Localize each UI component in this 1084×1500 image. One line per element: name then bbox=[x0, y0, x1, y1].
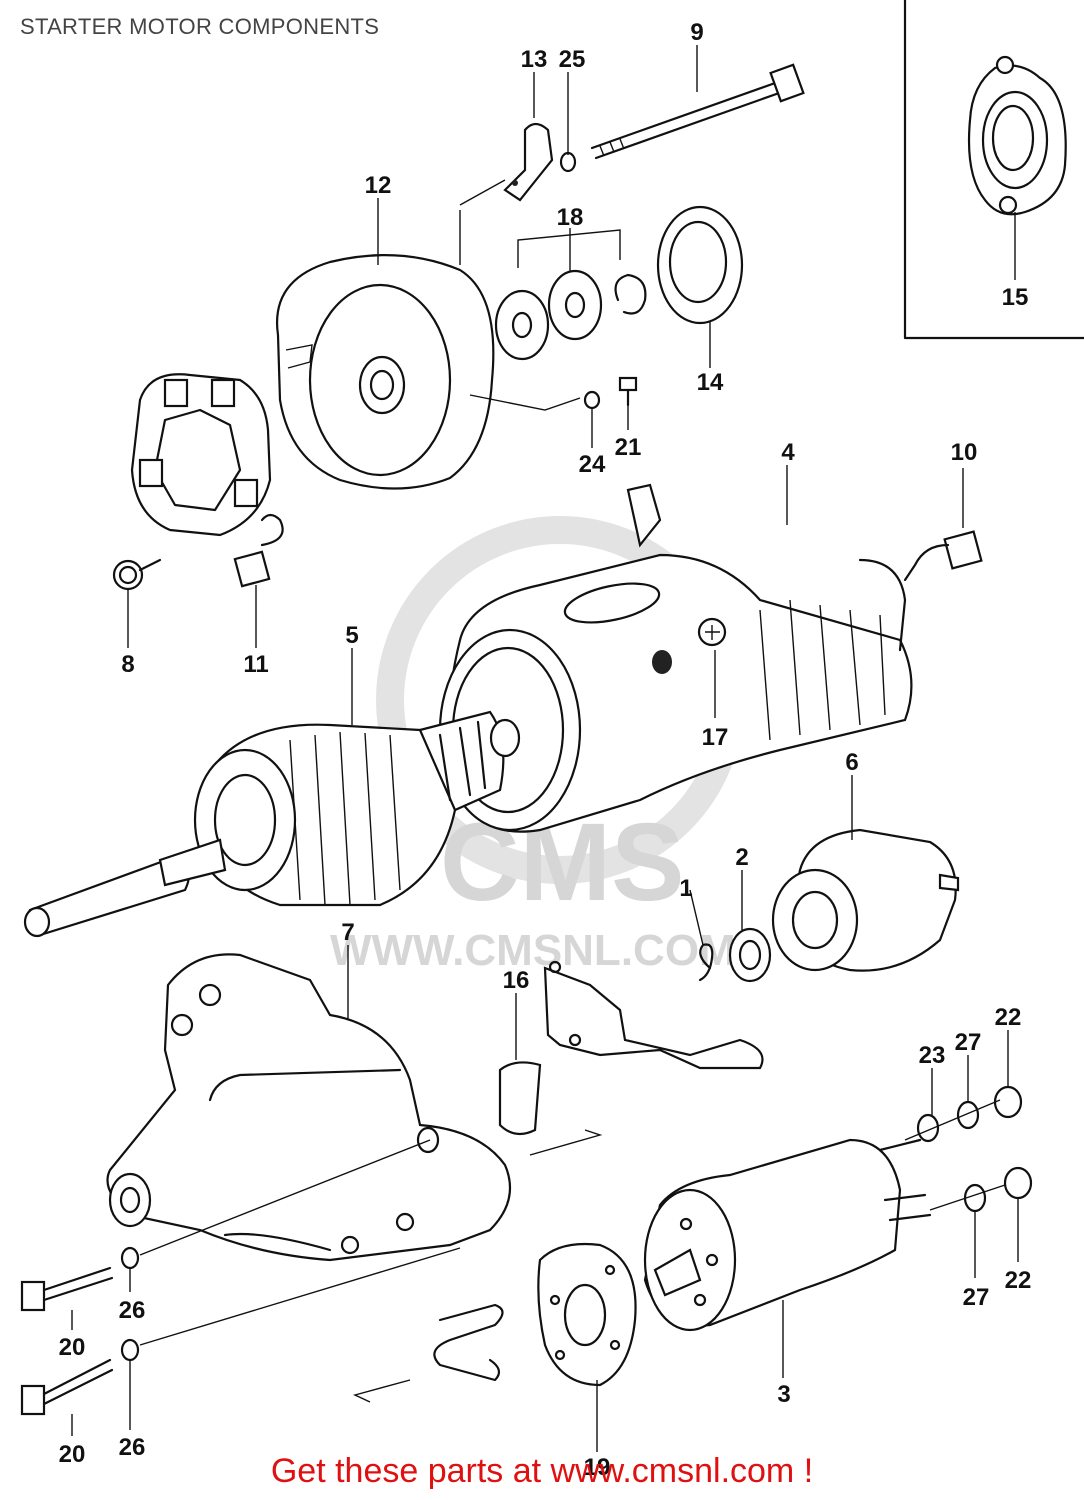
part-23-washer bbox=[916, 1113, 940, 1143]
part-26-washer-upper bbox=[120, 1246, 140, 1270]
part-22-nut-upper bbox=[993, 1085, 1023, 1119]
inset-box bbox=[903, 0, 1084, 340]
callout-22-upper: 22 bbox=[995, 1004, 1022, 1031]
part-24-washer bbox=[583, 390, 601, 410]
part-20-bolt-upper bbox=[20, 1266, 114, 1312]
callout-12: 12 bbox=[365, 172, 392, 199]
part-2-stop-collar bbox=[728, 927, 772, 983]
part-9-through-bolt bbox=[590, 63, 805, 160]
part-18-washers bbox=[494, 229, 647, 361]
callout-18: 18 bbox=[557, 204, 584, 231]
callout-20-upper: 20 bbox=[59, 1334, 86, 1361]
return-spring bbox=[433, 1303, 504, 1382]
callout-1: 1 bbox=[679, 875, 692, 902]
leader-lines bbox=[71, 45, 1019, 1452]
footer-link[interactable]: Get these parts at www.cmsnl.com ! bbox=[270, 1452, 814, 1490]
callout-labels: 1 2 3 4 5 6 7 8 9 10 11 12 13 14 15 16 1… bbox=[59, 19, 1032, 1481]
callout-11: 11 bbox=[243, 651, 268, 678]
callout-16: 16 bbox=[503, 967, 530, 994]
callout-20-lower: 20 bbox=[59, 1441, 86, 1468]
callout-19: 19 bbox=[584, 1454, 611, 1481]
callout-27-upper: 27 bbox=[955, 1029, 982, 1056]
callout-17: 17 bbox=[702, 724, 729, 751]
callout-24: 24 bbox=[579, 451, 606, 478]
callout-5: 5 bbox=[345, 622, 358, 649]
part-22-nut-lower bbox=[1003, 1166, 1033, 1200]
callout-8: 8 bbox=[121, 651, 134, 678]
callout-23: 23 bbox=[919, 1042, 946, 1069]
callout-4: 4 bbox=[781, 439, 795, 466]
part-16-shift-lever bbox=[498, 960, 764, 1136]
callout-13: 13 bbox=[521, 46, 548, 73]
callout-26-lower: 26 bbox=[119, 1434, 146, 1461]
callout-10: 10 bbox=[951, 439, 978, 466]
part-11-brush bbox=[233, 513, 284, 588]
callout-7: 7 bbox=[341, 919, 354, 946]
page-title: STARTER MOTOR COMPONENTS bbox=[20, 14, 380, 39]
watermark-url: WWW.CMSNL.COM bbox=[330, 926, 736, 975]
part-8-spring bbox=[112, 558, 162, 591]
callout-6: 6 bbox=[845, 749, 858, 776]
part-12-rear-cover bbox=[276, 179, 581, 490]
callout-9: 9 bbox=[690, 19, 703, 46]
callout-25: 25 bbox=[559, 46, 586, 73]
part-1-snap-ring bbox=[698, 943, 714, 982]
part-19-plate bbox=[537, 1242, 637, 1387]
part-27-washer-upper bbox=[956, 1100, 980, 1130]
part-20-bolt-lower bbox=[20, 1358, 114, 1416]
part-26-washer-lower bbox=[120, 1338, 140, 1362]
callout-14: 14 bbox=[697, 369, 724, 396]
part-6-pinion-clutch bbox=[771, 828, 960, 972]
part-14-seal bbox=[656, 205, 744, 325]
part-5-armature bbox=[23, 710, 521, 938]
brush-holder bbox=[130, 373, 272, 537]
callout-22-lower: 22 bbox=[1005, 1267, 1032, 1294]
part-13-clamp bbox=[503, 122, 554, 202]
callout-27-lower: 27 bbox=[963, 1284, 990, 1311]
callout-15: 15 bbox=[1002, 284, 1029, 311]
part-7-front-housing bbox=[106, 953, 512, 1262]
part-3-solenoid bbox=[643, 1138, 932, 1332]
part-10-brush bbox=[903, 530, 983, 582]
part-25-washer bbox=[559, 151, 577, 173]
callout-2: 2 bbox=[735, 844, 748, 871]
callout-26-upper: 26 bbox=[119, 1297, 146, 1324]
part-15-bearing-plate bbox=[967, 55, 1067, 216]
callout-21: 21 bbox=[615, 434, 642, 461]
callout-3: 3 bbox=[777, 1381, 790, 1408]
